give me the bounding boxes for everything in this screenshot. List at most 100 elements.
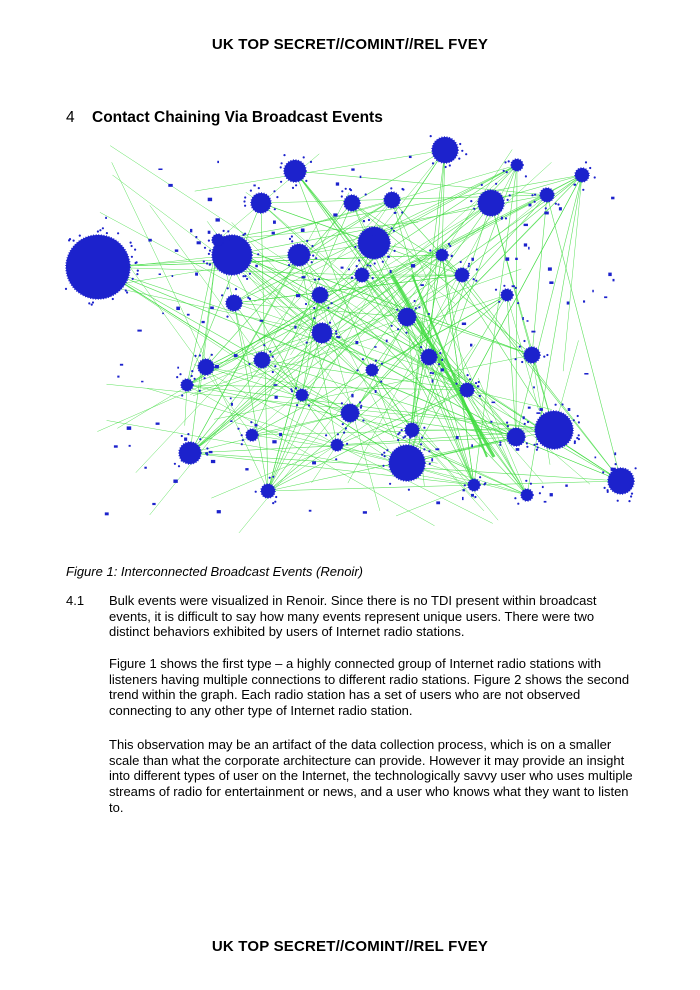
graph-edge: [267, 484, 475, 492]
graph-small-node: [216, 510, 221, 514]
graph-leaf-node: [311, 244, 314, 248]
graph-leaf-node: [450, 254, 453, 257]
graph-leaf-node: [584, 161, 588, 164]
graph-hub-node: [388, 444, 426, 482]
graph-leaf-node: [383, 455, 386, 458]
graph-edge: [391, 199, 475, 486]
graph-edge: [314, 274, 463, 358]
graph-edge: [267, 332, 323, 492]
graph-leaf-node: [630, 495, 633, 498]
graph-small-node: [335, 182, 340, 186]
graph-small-node: [340, 266, 344, 269]
graph-small-node: [515, 448, 520, 451]
graph-edge: [546, 194, 622, 482]
graph-leaf-node: [536, 443, 539, 446]
graph-small-node: [230, 420, 233, 422]
graph-leaf-node: [494, 288, 498, 291]
graph-leaf-node: [504, 217, 508, 220]
graph-small-node: [180, 458, 184, 462]
graph-edge: [186, 174, 583, 386]
graph-edge: [261, 192, 350, 361]
graph-edge: [461, 274, 622, 482]
graph-leaf-node: [441, 358, 444, 361]
graph-leaf-node: [283, 154, 286, 157]
graph-hub-node: [245, 428, 259, 442]
graph-edge: [373, 242, 456, 304]
graph-edge: [390, 274, 496, 458]
graph-leaf-node: [305, 341, 308, 344]
graph-small-node: [137, 329, 142, 332]
graph-edge: [466, 174, 583, 391]
graph-small-node: [566, 301, 570, 305]
graph-edge: [217, 239, 533, 356]
graph-small-node: [543, 500, 547, 503]
graph-leaf-node: [386, 449, 389, 452]
paragraph-3: This observation may be an artifact of t…: [109, 737, 637, 816]
graph-edge: [406, 294, 508, 464]
graph-small-node: [369, 255, 374, 258]
graph-small-node: [312, 461, 317, 465]
graph-leaf-node: [389, 482, 392, 485]
graph-small-node: [462, 489, 465, 492]
section-number: 4: [66, 109, 75, 126]
graph-small-node: [273, 384, 278, 386]
graph-edge: [186, 239, 219, 386]
graph-leaf-node: [364, 193, 367, 196]
graph-leaf-node: [177, 465, 181, 468]
graph-leaf-node: [287, 264, 291, 267]
graph-small-node: [470, 343, 473, 347]
graph-leaf-node: [134, 261, 137, 265]
graph-leaf-node: [431, 162, 435, 165]
graph-leaf-node: [279, 166, 282, 169]
graph-edge: [311, 444, 338, 483]
graph-leaf-node: [179, 373, 182, 376]
graph-leaf-node: [438, 363, 441, 366]
graph-leaf-node: [234, 288, 238, 291]
graph-leaf-node: [381, 453, 384, 456]
graph-leaf-node: [250, 421, 253, 424]
graph-leaf-node: [111, 297, 114, 301]
graph-leaf-node: [478, 394, 481, 398]
graph-leaf-node: [276, 196, 279, 199]
graph-leaf-node: [117, 232, 120, 235]
graph-small-node: [616, 469, 618, 472]
graph-small-node: [527, 406, 531, 409]
graph-edge: [189, 239, 219, 454]
graph-small-node: [158, 273, 161, 276]
graph-leaf-node: [431, 372, 435, 375]
graph-hub-node: [431, 136, 459, 164]
graph-hub-node: [180, 378, 194, 392]
graph-leaf-node: [275, 495, 278, 499]
graph-edge: [243, 199, 393, 245]
graph-edge: [294, 170, 528, 496]
graph-leaf-node: [533, 200, 536, 203]
graph-small-node: [558, 207, 562, 211]
graph-leaf-node: [268, 476, 271, 479]
graph-edge: [260, 202, 591, 485]
graph-small-node: [362, 511, 367, 514]
graph-leaf-node: [269, 350, 272, 353]
graph-small-node: [148, 238, 152, 242]
graph-leaf-node: [495, 182, 498, 185]
graph-small-node: [549, 493, 553, 497]
graph-small-node: [208, 450, 213, 454]
graph-small-node: [511, 285, 515, 288]
graph-leaf-node: [249, 189, 252, 192]
graph-leaf-node: [190, 374, 193, 378]
graph-edge: [291, 383, 528, 496]
graph-edge: [260, 194, 548, 204]
classification-footer: UK TOP SECRET//COMINT//REL FVEY: [211, 938, 489, 955]
graph-edge: [473, 480, 622, 486]
graph-leaf-node: [374, 359, 377, 362]
graph-hub-node: [260, 483, 276, 499]
paragraph-number: 4.1: [66, 593, 85, 608]
graph-leaf-node: [499, 443, 502, 446]
graph-leaf-node: [380, 362, 383, 365]
graph-edge: [298, 199, 393, 256]
graph-edge: [407, 457, 528, 496]
graph-leaf-node: [429, 249, 432, 252]
graph-small-node: [385, 339, 388, 343]
graph-leaf-node: [371, 277, 374, 280]
graph-small-node: [516, 439, 519, 442]
